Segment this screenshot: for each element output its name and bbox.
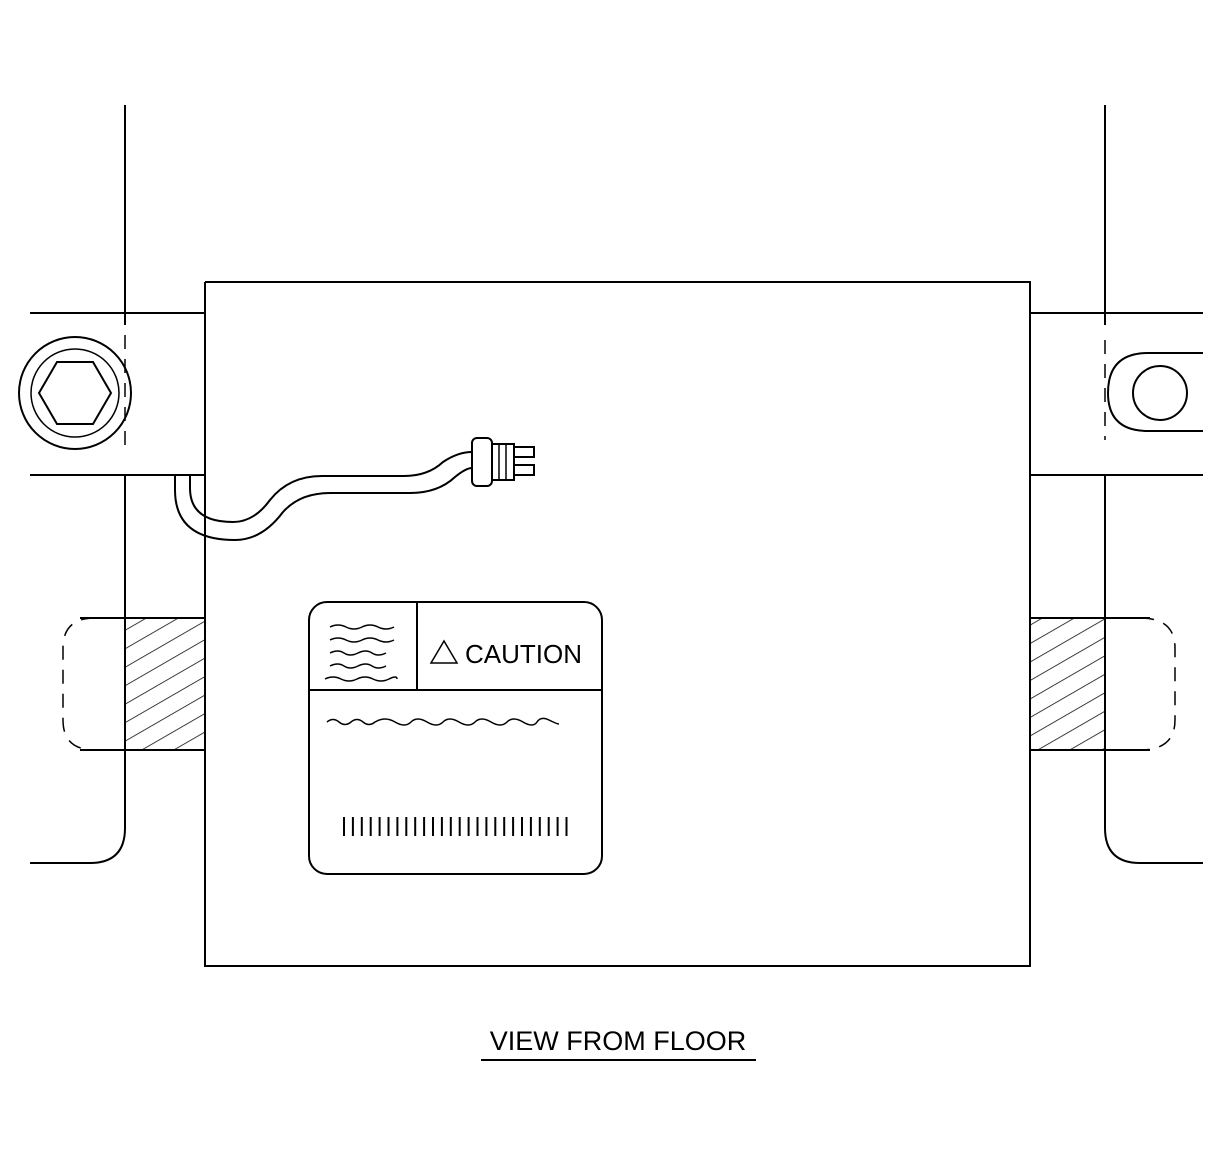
right-slot-bolt — [1104, 340, 1203, 440]
barcode — [343, 817, 568, 836]
warning-triangle-icon — [429, 639, 459, 664]
caption: VIEW FROM FLOOR — [481, 1026, 756, 1061]
connector-plug-icon — [471, 437, 535, 487]
left-spacer — [62, 617, 205, 751]
left-bracket — [30, 105, 206, 864]
right-spacer — [1030, 617, 1176, 751]
wiring-harness — [174, 451, 473, 542]
caption-text: VIEW FROM FLOOR — [490, 1026, 747, 1056]
caution-label: CAUTION — [308, 601, 603, 875]
label-scribble-line — [326, 717, 560, 726]
left-hex-bolt — [18, 335, 132, 450]
module-body — [204, 281, 1031, 967]
caution-text: CAUTION — [465, 639, 582, 669]
label-text-lines — [324, 624, 398, 682]
